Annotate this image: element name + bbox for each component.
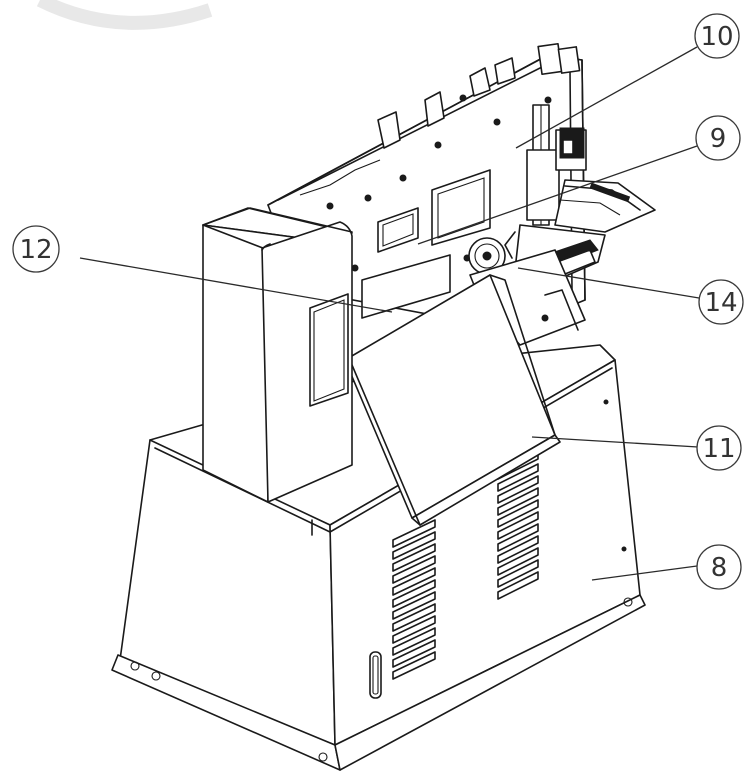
callout-8: 8 [696, 544, 742, 590]
vent-slot [392, 651, 436, 680]
vent-louvers-left [392, 519, 436, 680]
vent-slot [497, 475, 539, 504]
vent-slot [392, 531, 436, 560]
leader-lines [79, 46, 700, 581]
vent-slot [392, 555, 436, 584]
vent-slot [392, 603, 436, 632]
callout-label: 8 [711, 553, 728, 583]
callout-11: 11 [696, 425, 742, 471]
discharge-chute [344, 274, 561, 526]
vent-slot [497, 499, 539, 528]
callout-10: 10 [694, 13, 740, 59]
vent-slot [497, 535, 539, 564]
top-mounting-blocks [377, 57, 516, 149]
electrical-control-box [202, 207, 353, 503]
vent-slot [497, 571, 539, 600]
vent-slot [497, 487, 539, 516]
vent-slot [392, 543, 436, 572]
vent-slot [497, 523, 539, 552]
vent-louvers-right [497, 439, 539, 600]
callout-label: 14 [704, 288, 737, 318]
rotary-disk [468, 237, 506, 275]
vent-slot [497, 547, 539, 576]
watermark-arc [36, 0, 213, 30]
callout-14: 14 [698, 279, 744, 325]
callout-label: 12 [19, 235, 52, 265]
vent-slot [392, 615, 436, 644]
vent-slot [497, 559, 539, 588]
vent-slot [497, 463, 539, 492]
work-table [554, 179, 656, 233]
callout-label: 10 [700, 22, 733, 52]
plate-windows [361, 169, 491, 319]
callout-12: 12 [12, 225, 60, 273]
vent-slot [392, 627, 436, 656]
callout-label: 11 [702, 434, 735, 464]
callout-9: 9 [695, 115, 741, 161]
vent-slot [497, 511, 539, 540]
vent-slot [392, 639, 436, 668]
callout-label: 9 [710, 124, 727, 154]
cylinder-assembly [526, 104, 587, 226]
vent-slot [392, 567, 436, 596]
vent-slot [392, 519, 436, 548]
vent-slot [392, 579, 436, 608]
vent-slot [392, 591, 436, 620]
